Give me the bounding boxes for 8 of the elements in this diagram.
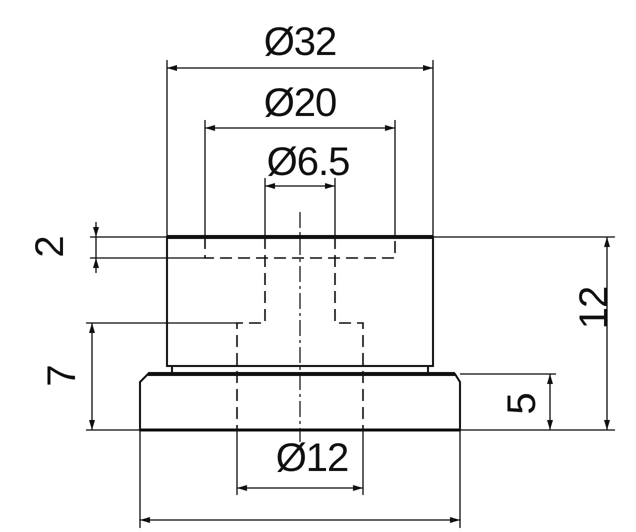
dimension-text: Ø20 <box>264 83 336 123</box>
dimension-text: Ø12 <box>276 438 348 478</box>
dimension-text: 2 <box>30 236 70 258</box>
dimension-text: Ø32 <box>264 22 336 62</box>
dimension-text: 12 <box>574 286 614 330</box>
dimension-text: 5 <box>502 393 542 415</box>
dimension-text: 7 <box>42 365 82 387</box>
dimension-text: Ø6.5 <box>266 142 350 182</box>
